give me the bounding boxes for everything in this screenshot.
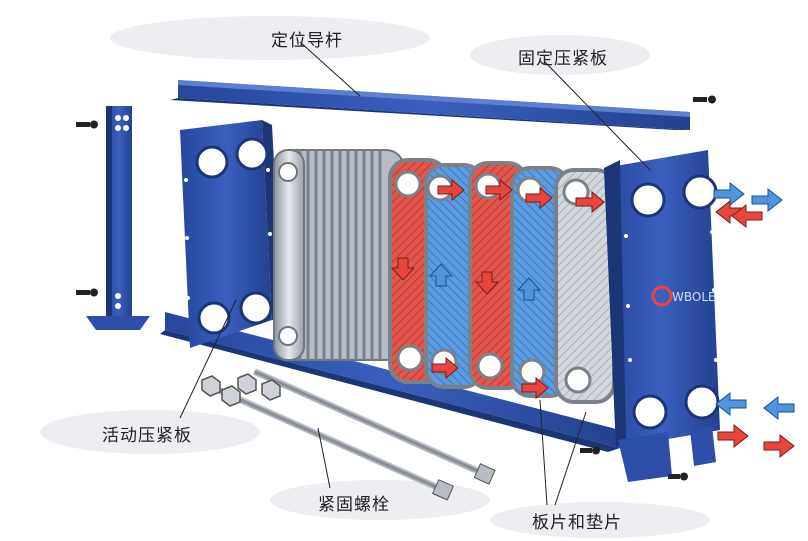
guide-bar	[170, 80, 716, 130]
arrow-left-icon	[763, 395, 795, 421]
arrow-right-icon	[717, 423, 749, 449]
label-backgrounds	[40, 16, 710, 538]
plate-stack	[273, 149, 405, 361]
arrow-right-icon	[485, 178, 513, 202]
movable-plate	[180, 120, 282, 348]
arrow-right-icon	[575, 190, 605, 214]
fixed-plate-label: 固定压紧板	[518, 49, 608, 69]
leader-lines	[179, 41, 651, 506]
fixed-plate: WBOLE	[604, 150, 720, 482]
arrow-left-icon	[715, 391, 747, 417]
port-arrows	[713, 181, 795, 459]
nut-icon	[201, 373, 281, 407]
arrow-right-icon	[525, 186, 553, 210]
guide-bar-label: 定位导杆	[271, 31, 343, 51]
flow-arrows-plates	[390, 178, 605, 400]
arrow-right-icon	[751, 187, 783, 213]
arrow-right-icon	[521, 376, 549, 400]
arrow-right-icon	[437, 178, 465, 202]
movable-plate-label: 活动压紧板	[102, 426, 192, 446]
tie-bolts	[201, 368, 688, 501]
arrow-left-icon	[731, 203, 763, 229]
arrow-right-icon	[713, 181, 745, 207]
arrow-down-icon	[474, 271, 500, 295]
tie-bolts-label: 紧固螺栓	[318, 495, 390, 515]
svg-text:WBOLE: WBOLE	[672, 290, 716, 304]
support-column	[76, 106, 150, 330]
arrow-up-icon	[516, 277, 542, 301]
plate-grey-front	[554, 168, 616, 404]
arrow-up-icon	[428, 263, 454, 287]
bolt-icon	[693, 95, 716, 104]
arrow-right-icon	[763, 433, 795, 459]
arrow-down-icon	[390, 257, 416, 281]
bolt-icon	[76, 120, 98, 297]
brand-logo: WBOLE	[651, 285, 716, 307]
plates-gaskets-label: 板片和垫片	[532, 513, 622, 533]
arrow-right-icon	[431, 356, 459, 380]
bolt-icon	[580, 446, 688, 481]
